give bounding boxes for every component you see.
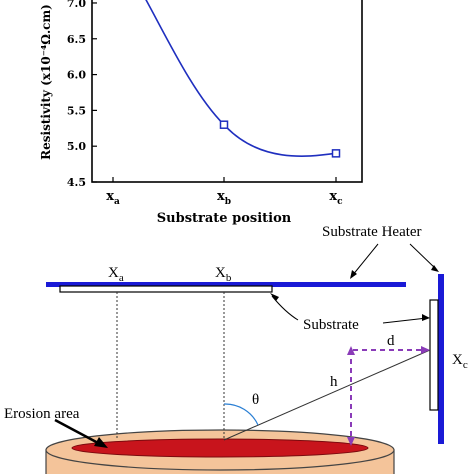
substrate-pointer-2 xyxy=(382,317,428,324)
label-substrate-heater: Substrate Heater xyxy=(322,224,422,240)
y-tick-label: 4.5 xyxy=(67,176,86,189)
svg-text:xc: xc xyxy=(329,189,343,207)
erosion-area xyxy=(71,438,369,458)
y-tick-label: 5.0 xyxy=(67,140,86,153)
y-tick-label: 6.5 xyxy=(67,33,86,46)
label-erosion-area: Erosion area xyxy=(4,406,80,422)
heater-pointer-1-head xyxy=(350,270,357,279)
substrate-plate xyxy=(59,285,273,293)
erosion-pointer-head xyxy=(94,437,108,448)
x-tick-label-c: xc xyxy=(329,189,343,207)
label-xc: Xc xyxy=(452,352,468,371)
substrate-pointer-head xyxy=(270,293,279,301)
resistivity-curve xyxy=(145,0,337,157)
deposition-diagram: Xa Xb Xc Substrate Heater Substrate Eros… xyxy=(4,224,468,474)
svg-text:xb: xb xyxy=(217,189,231,207)
y-tick-label: 7.0 xyxy=(67,0,86,10)
label-h: h xyxy=(330,374,338,390)
chart: Resistivity (x10⁻⁴Ω.cm) 4.5 5.0 5.5 6.0 6.5 7… xyxy=(39,0,363,226)
y-ticks: 4.55.05.56.06.57.07.5 xyxy=(67,0,97,189)
svg-text:xa: xa xyxy=(106,189,120,207)
label-d: d xyxy=(387,333,395,349)
d-arrow-right xyxy=(421,346,430,354)
y-tick-label: 6.0 xyxy=(67,69,86,82)
label-xb: Xb xyxy=(215,265,232,284)
plot-frame xyxy=(91,0,363,183)
data-point-marker xyxy=(331,149,341,158)
x-tick-label-a: xa xyxy=(106,189,120,207)
heater-pointer-1 xyxy=(351,243,379,277)
substrate-plate-vertical xyxy=(429,299,439,411)
line-to-xc xyxy=(223,349,431,441)
theta-arc xyxy=(223,403,259,426)
y-axis-title: Resistivity (x10⁻⁴Ω.cm) xyxy=(39,4,53,160)
h-arrow-up xyxy=(347,346,355,355)
data-point-marker xyxy=(219,120,229,129)
label-substrate: Substrate xyxy=(303,317,359,333)
heater-pointer-2-head xyxy=(431,265,439,272)
erosion-pointer xyxy=(54,418,101,446)
x-tick-label-b: xb xyxy=(217,189,231,207)
substrate-heater-vertical xyxy=(438,274,444,444)
data-markers xyxy=(219,120,341,158)
label-theta: θ xyxy=(252,392,259,408)
substrate-pointer xyxy=(271,295,299,321)
substrate-heater-bar xyxy=(46,282,406,287)
heater-pointer-2 xyxy=(409,243,438,271)
x-ticks xyxy=(112,177,337,182)
label-xa: Xa xyxy=(108,265,124,284)
substrate-pointer-2-head xyxy=(422,314,430,321)
y-tick-label: 5.5 xyxy=(67,104,86,117)
h-arrow-down xyxy=(347,437,355,446)
x-axis-title: Substrate position xyxy=(157,211,292,226)
